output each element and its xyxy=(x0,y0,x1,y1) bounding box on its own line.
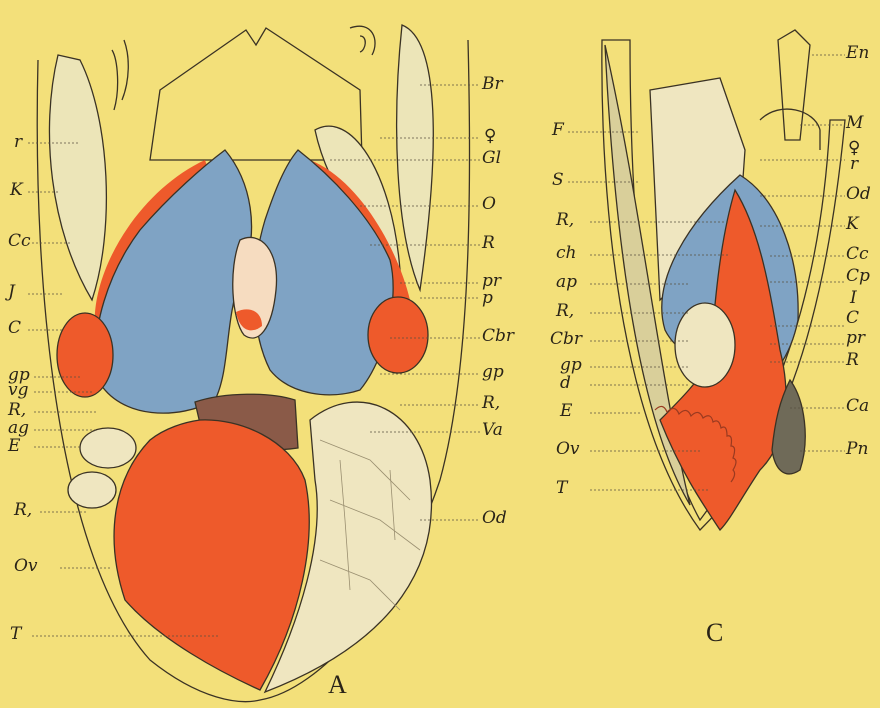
fig-c-label-r: r xyxy=(850,156,858,173)
figure-c-drawing xyxy=(568,30,845,530)
fig-a-label-e: E xyxy=(8,438,20,455)
fig-a-label-ov: Ov xyxy=(14,558,38,575)
fig-a-label-p: p xyxy=(482,290,493,307)
figure-c-caption: C xyxy=(706,620,723,646)
figure-c-right-tube-2 xyxy=(760,109,820,150)
figure-a-left-gill xyxy=(49,55,106,300)
fig-a-label-va: Va xyxy=(482,422,503,439)
fig-c-label-od: Od xyxy=(846,186,871,203)
fig-c-label-d: d xyxy=(560,375,571,392)
fig-a-label-od: Od xyxy=(482,510,507,527)
fig-a-label-c: C xyxy=(8,320,21,337)
fig-c-label-c: C xyxy=(846,310,859,327)
fig-a-label-cc: Cc xyxy=(8,233,31,250)
fig-c-label-k: K xyxy=(846,216,859,233)
fig-a-label-o: O xyxy=(482,196,496,213)
fig-a-label-t: T xyxy=(10,626,21,643)
fig-c-label-en: En xyxy=(846,45,869,62)
fig-a-label-r1: R, xyxy=(8,402,26,419)
figure-a-drawing xyxy=(28,25,480,702)
figure-a-testis xyxy=(114,420,309,690)
fig-c-label-cc: Cc xyxy=(846,246,869,263)
fig-a-label-gl: Gl xyxy=(482,150,501,167)
fig-c-label-m: M xyxy=(846,115,863,132)
figure-a-left-side-oval xyxy=(57,313,113,397)
figure-a-right-gill xyxy=(397,25,434,290)
fig-c-label-r1-b: R, xyxy=(556,303,574,320)
fig-c-label-cp: Cp xyxy=(846,268,870,285)
fig-a-label-vg: vg xyxy=(8,382,29,399)
fig-c-label-r1: R, xyxy=(556,212,574,229)
fig-c-label-t: T xyxy=(556,480,567,497)
figure-a-right-side-oval xyxy=(368,297,428,373)
fig-a-label-r: R xyxy=(482,235,495,252)
fig-a-label-k: K xyxy=(10,182,23,199)
fig-c-label-f: F xyxy=(552,122,564,139)
figure-a-left-pale-oval xyxy=(80,428,136,468)
figure-a-left-tube xyxy=(112,40,128,110)
fig-c-label-ch: ch xyxy=(556,245,576,262)
fig-a-label-br: Br xyxy=(482,76,503,93)
fig-c-label-e: E xyxy=(560,403,572,420)
fig-c-label-pn: Pn xyxy=(846,441,868,458)
fig-a-label-gp-right: gp xyxy=(482,364,504,381)
figure-a-right-tube xyxy=(350,26,375,55)
fig-c-label-r-right: R xyxy=(846,352,859,369)
fig-a-label-j: J xyxy=(8,284,15,301)
fig-c-label-s: S xyxy=(552,172,564,189)
fig-a-label-r1-right: R, xyxy=(482,395,500,412)
fig-c-label-i: I xyxy=(850,290,857,307)
fig-a-label-r1-b: R, xyxy=(14,502,32,519)
fig-a-label-cbr: Cbr xyxy=(482,328,514,345)
figure-a-caption: A xyxy=(328,672,347,698)
figure-c-pale-chamber xyxy=(675,303,735,387)
figure-a-left-pale-oval-2 xyxy=(68,472,116,508)
fig-a-label-ag: ag xyxy=(8,420,29,437)
fig-c-label-pr: pr xyxy=(846,330,865,347)
fig-c-label-cbr: Cbr xyxy=(550,331,582,348)
fig-c-label-ov: Ov xyxy=(556,441,580,458)
figure-c-right-tube xyxy=(778,30,810,140)
fig-c-label-gp: gp xyxy=(560,357,582,374)
fig-c-label-ap: ap xyxy=(556,274,577,291)
fig-c-label-ca: Ca xyxy=(846,398,869,415)
fig-a-label-r: r xyxy=(14,134,22,151)
fig-a-label-female: ♀ xyxy=(484,128,496,145)
